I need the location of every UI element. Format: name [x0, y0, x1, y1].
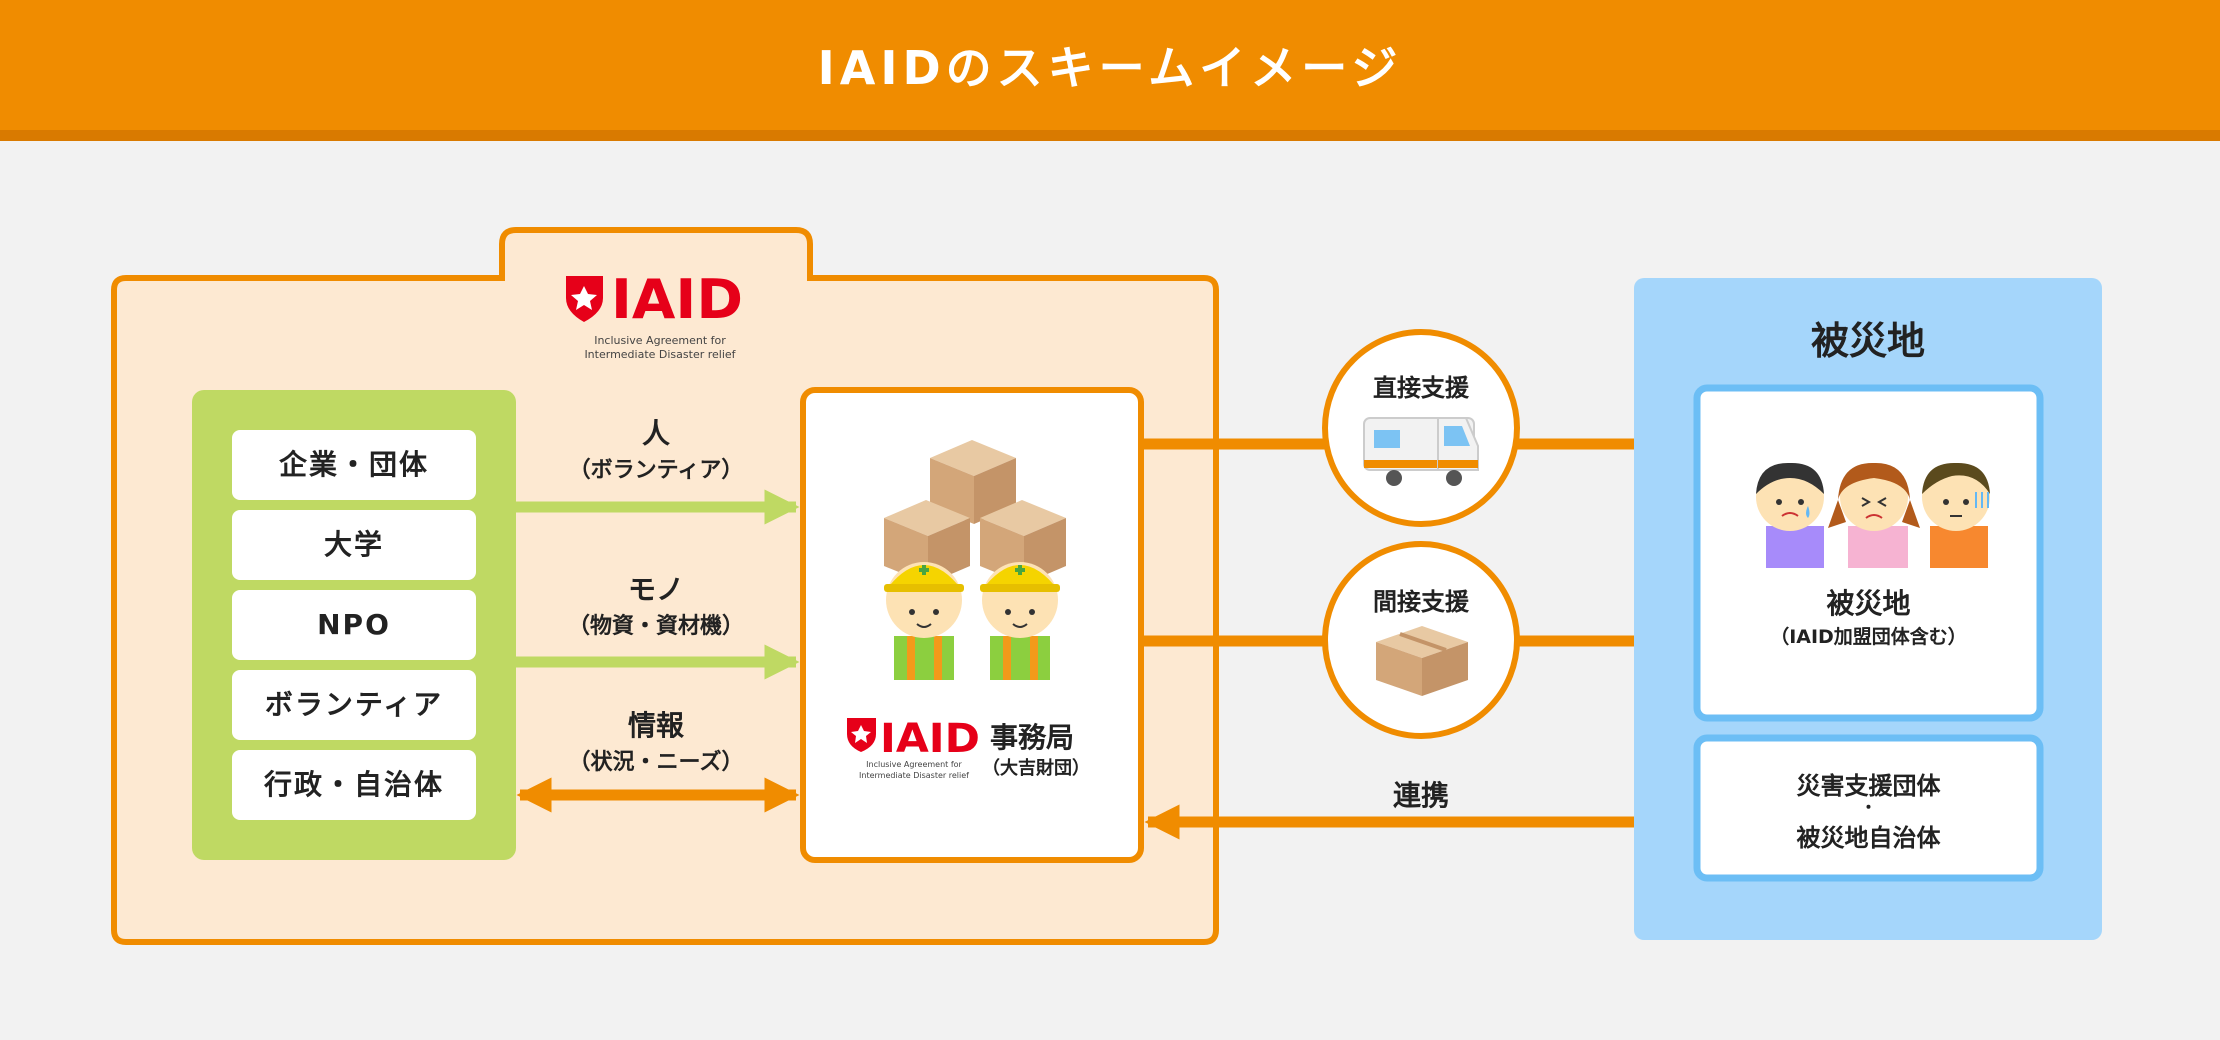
logo-tagline: Inclusive Agreement for	[866, 760, 962, 769]
iaid-shield-icon	[566, 276, 603, 322]
victim-icon	[1756, 462, 1824, 568]
header-bar	[0, 0, 2220, 130]
logo-tagline: Intermediate Disaster relief	[859, 771, 969, 780]
org-company: 企業・団体	[232, 430, 476, 500]
header-underline	[0, 130, 2220, 141]
flow-info-label: 情報	[627, 709, 684, 742]
relief-worker-icon	[884, 562, 964, 680]
secretariat-sub: （大吉財団）	[982, 758, 1090, 779]
flow-goods-sub: （物資・資材機）	[567, 614, 744, 639]
secretariat-box	[800, 387, 1144, 863]
iaid-shield-icon	[847, 718, 876, 752]
page-title: IAIDのスキームイメージ	[817, 41, 1403, 95]
secretariat-name: 事務局	[990, 721, 1075, 754]
flow-people-label: 人	[641, 417, 670, 450]
logo-tagline: Inclusive Agreement for	[594, 334, 726, 347]
org-government: 行政・自治体	[232, 750, 476, 820]
flow-people-sub: （ボランティア）	[568, 458, 744, 483]
iaid-logo-wordmark: IAID	[611, 268, 743, 331]
flow-goods-label: モノ	[627, 573, 684, 606]
relief-groups-box	[1693, 734, 2044, 882]
org-university: 大学	[232, 510, 476, 580]
relief-groups-line2: 被災地自治体	[1796, 824, 1941, 852]
logo-tagline: Intermediate Disaster relief	[584, 348, 736, 361]
flow-info-sub: （状況・ニーズ）	[568, 750, 744, 775]
direct-support-label: 直接支援	[1373, 374, 1469, 402]
iaid-logo-wordmark: IAID	[880, 716, 980, 762]
victims-label: 被災地	[1826, 587, 1911, 620]
disaster-area-title: 被災地	[1810, 319, 1925, 363]
org-npo: NPO	[232, 590, 476, 660]
org-volunteer: ボランティア	[232, 670, 476, 740]
relief-groups-dot: ・	[1860, 798, 1877, 817]
cooperation-label: 連携	[1392, 779, 1449, 812]
victim-icon	[1828, 462, 1920, 568]
relief-worker-icon	[980, 562, 1060, 680]
cardboard-box-icon	[1376, 626, 1468, 696]
relief-groups-line1: 災害支援団体	[1796, 772, 1941, 800]
truck-icon	[1363, 417, 1479, 486]
victim-icon	[1922, 462, 1990, 568]
victims-sub: （IAID加盟団体含む）	[1770, 626, 1967, 648]
indirect-support-label: 間接支援	[1373, 588, 1469, 616]
